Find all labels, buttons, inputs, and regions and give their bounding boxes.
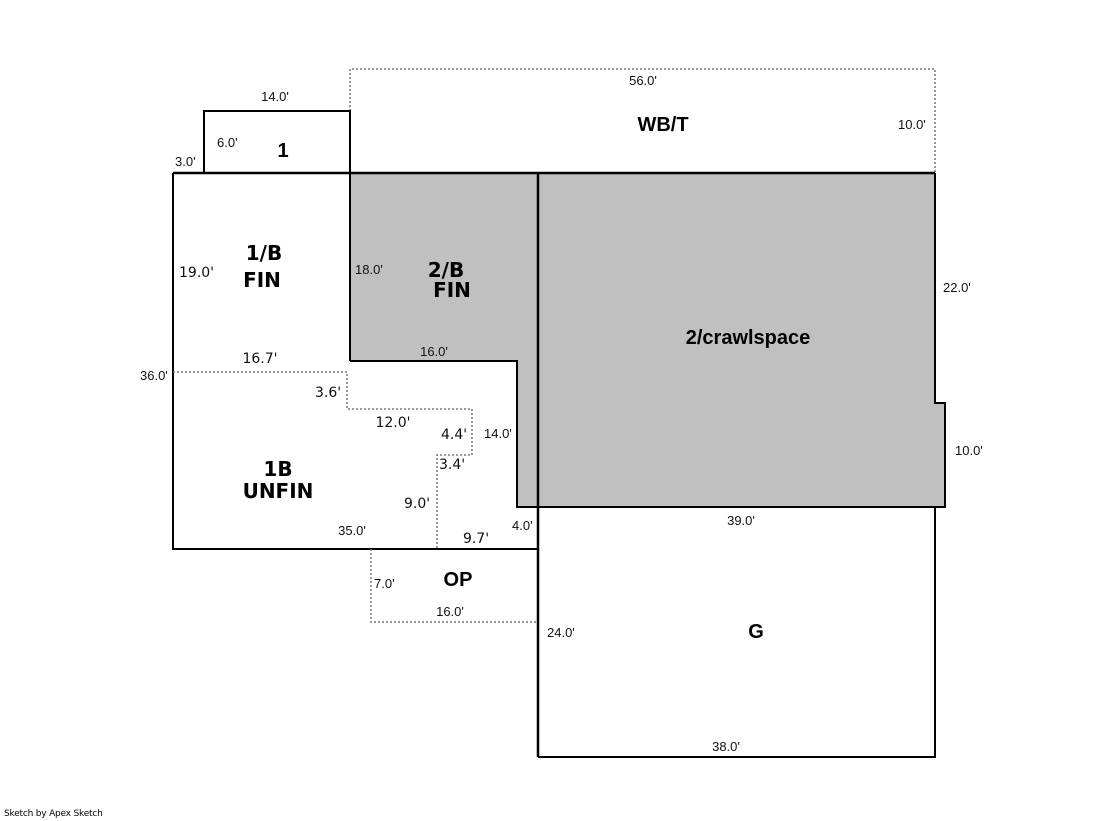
area-1-outline — [203, 110, 351, 173]
label-area-wbt: WB/T — [637, 114, 688, 136]
dim-unfin-step4: 3.4' — [439, 457, 465, 473]
dim-wbt-top: 56.0' — [629, 73, 657, 88]
label-area-1b-unfin-line2: UNFIN — [243, 479, 314, 503]
area-crawlspace-shape — [538, 173, 945, 507]
label-area-op: OP — [444, 569, 473, 591]
dim-unfin-step5: 9.0' — [404, 496, 430, 512]
dim-unfin-top: 16.7' — [242, 351, 277, 367]
label-area-crawlspace: 2/crawlspace — [686, 327, 811, 349]
dim-step-small: 4.0' — [512, 518, 533, 533]
main-left-outline — [172, 173, 538, 550]
dim-bottom-total: 35.0' — [338, 523, 366, 538]
dim-one-top: 14.0' — [261, 89, 289, 104]
area-2b-fin-shape — [350, 173, 538, 507]
dim-b2fin-bottom: 16.0' — [420, 344, 448, 359]
dim-unfin-step1: 3.6' — [315, 385, 341, 401]
label-area-1b-fin-line2: FIN — [243, 268, 281, 292]
area-wbt-dotted-outline — [349, 68, 936, 173]
dim-unfin-step2: 12.0' — [375, 415, 410, 431]
dim-b2fin-side: 18.0' — [355, 262, 383, 277]
area-2b-fin-outline — [350, 360, 538, 508]
label-area-2b-fin-line1: 2/B — [428, 258, 464, 282]
dim-op-bottom: 16.0' — [436, 604, 464, 619]
sketch-credit: Sketch by Apex Sketch — [4, 809, 103, 819]
dim-b1fin-side: 19.0' — [179, 265, 214, 281]
dim-op-side: 7.0' — [374, 576, 395, 591]
dim-left-total: 36.0' — [140, 368, 168, 383]
dim-wbt-side: 10.0' — [898, 117, 926, 132]
area-crawlspace-outline — [538, 173, 946, 508]
dim-one-step: 3.0' — [175, 154, 196, 169]
label-area-garage: G — [748, 621, 764, 643]
area-garage-outline — [538, 507, 936, 758]
dim-garage-top: 39.0' — [727, 513, 755, 528]
dim-crawl-side: 22.0' — [943, 280, 971, 295]
label-area-1: 1 — [277, 140, 288, 162]
label-area-2b-fin-line2: FIN — [433, 278, 471, 302]
label-area-1b-unfin-line1: 1B — [263, 457, 292, 481]
dim-one-side: 6.0' — [217, 135, 238, 150]
area-op-dotted-outline — [370, 549, 538, 623]
area-1b-unfin-dotted-boundary — [173, 371, 473, 549]
dim-crawl-bump: 10.0' — [955, 443, 983, 458]
dim-stair-side: 14.0' — [484, 426, 512, 441]
label-area-1b-fin-line1: 1/B — [246, 241, 282, 265]
dim-unfin-step6: 9.7' — [463, 531, 489, 547]
dim-garage-bottom: 38.0' — [712, 739, 740, 754]
dim-unfin-step3: 4.4' — [441, 427, 467, 443]
dim-garage-side: 24.0' — [547, 625, 575, 640]
